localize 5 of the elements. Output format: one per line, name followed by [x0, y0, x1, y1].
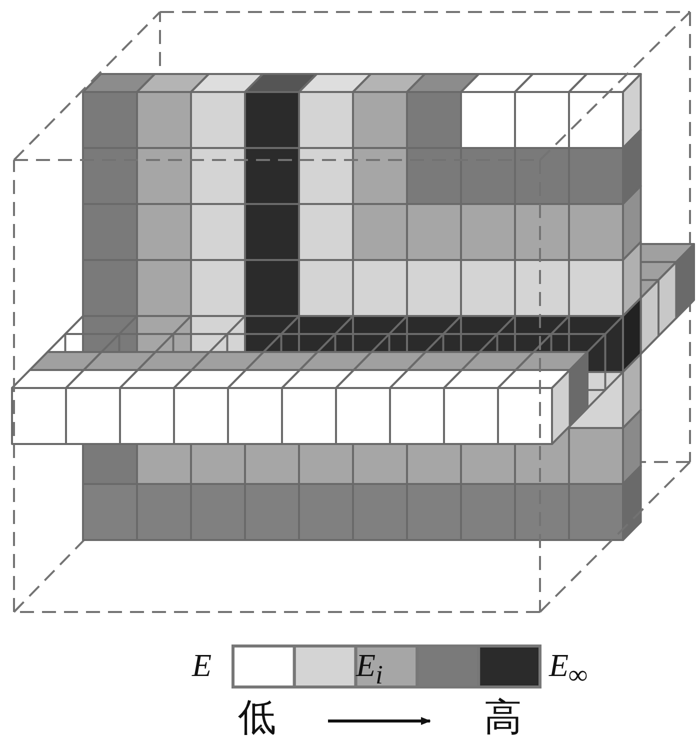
variable-label: E$_{∞}$ — [549, 649, 588, 688]
scale-end-label: 高 — [484, 698, 522, 736]
variable-label: E$_{i}$ — [356, 649, 383, 688]
variable-label: E — [192, 649, 212, 681]
scale-end-label: 低 — [238, 698, 276, 736]
